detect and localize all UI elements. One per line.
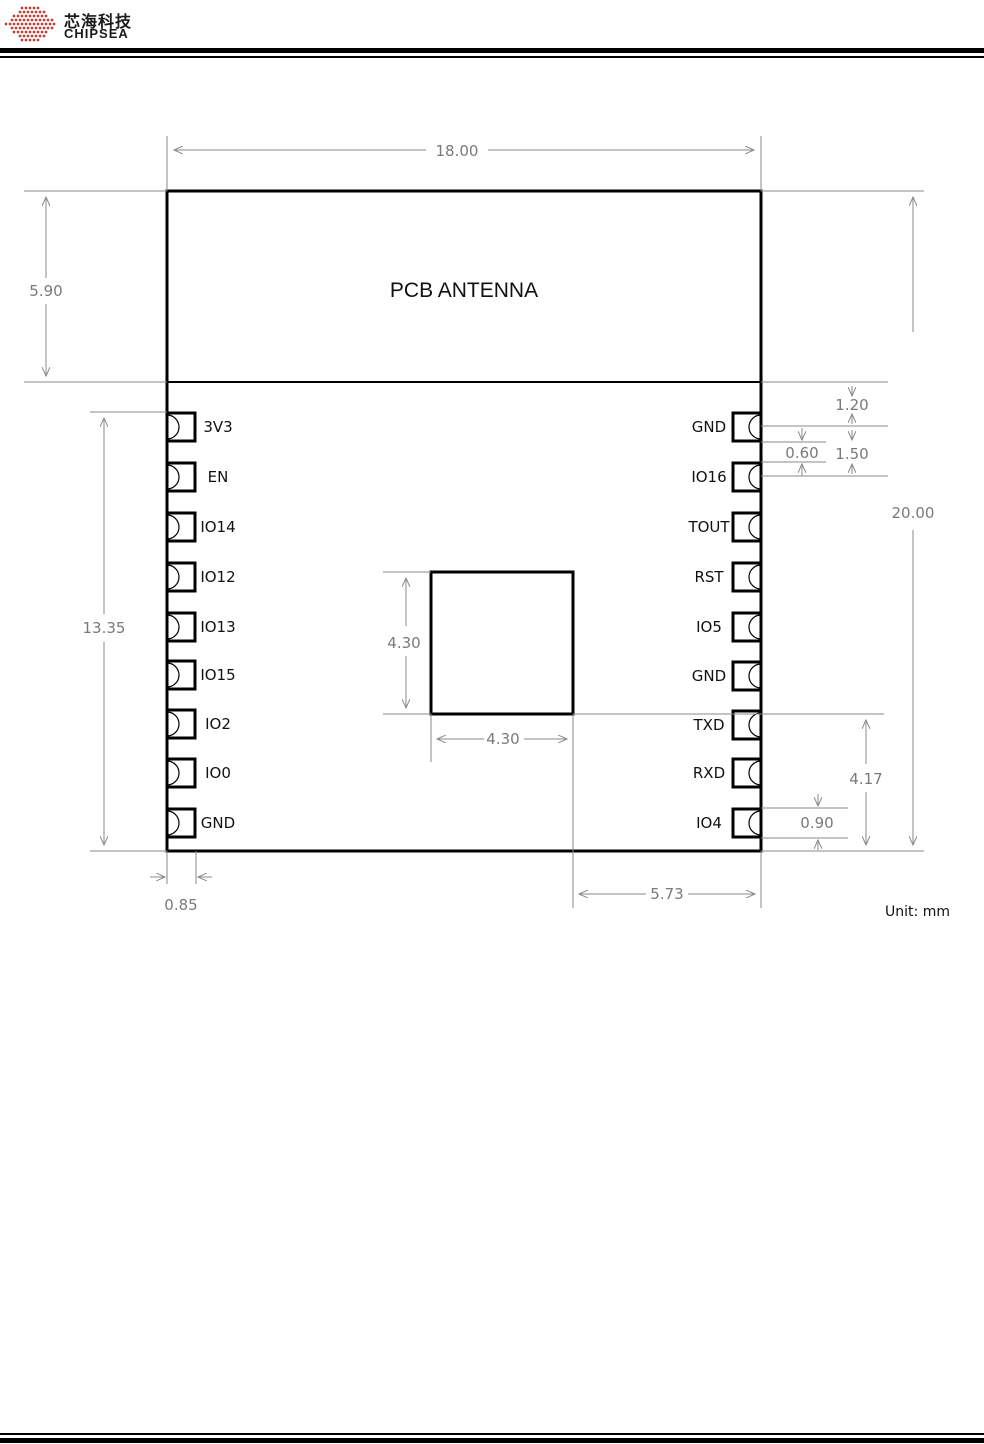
- dim-top-gap: 1.20: [761, 382, 888, 426]
- dim-pin-pitch: 1.50: [761, 430, 888, 476]
- left-pin-gnd: GND: [167, 809, 235, 837]
- chip-outline: [431, 572, 573, 714]
- left-pin-io2: IO2: [167, 710, 231, 738]
- right-pin-io5: IO5: [696, 613, 761, 641]
- dim-chip-width: 4.30: [431, 714, 573, 908]
- pin-pad: [733, 463, 761, 491]
- dim-pin-span: 13.35: [83, 412, 167, 851]
- pin-pad: [167, 563, 195, 591]
- pin-label: GND: [692, 667, 726, 685]
- left-pin-en: EN: [167, 463, 228, 491]
- pin-label: TXD: [693, 716, 725, 734]
- pin-pad: [733, 711, 761, 739]
- pin-label: IO13: [200, 618, 235, 636]
- left-pin-3v3: 3V3: [167, 413, 233, 441]
- dim-pin-pitch-label: 1.50: [835, 445, 868, 463]
- pin-label: RXD: [693, 764, 725, 782]
- pin-pad: [733, 809, 761, 837]
- right-pin-rst: RST: [694, 563, 761, 591]
- pin-pad: [167, 759, 195, 787]
- dim-bottom-right-label: 4.17: [849, 770, 882, 788]
- pin-label: IO4: [696, 814, 722, 832]
- dim-pad-width-label: 0.60: [785, 444, 818, 462]
- dim-module-width: 18.00: [167, 136, 761, 191]
- pin-label: IO12: [200, 568, 235, 586]
- dim-chip-offset: 5.73: [579, 851, 761, 908]
- dim-pad-edge-label: 0.85: [164, 896, 197, 914]
- pin-pad: [167, 710, 195, 738]
- pin-pad: [167, 413, 195, 441]
- dim-pin-span-label: 13.35: [83, 619, 126, 637]
- pin-pad: [167, 613, 195, 641]
- left-pin-io12: IO12: [167, 563, 236, 591]
- right-pin-io16: IO16: [691, 463, 761, 491]
- pin-pad: [167, 809, 195, 837]
- pin-pad: [167, 513, 195, 541]
- dim-top-gap-label: 1.20: [835, 396, 868, 414]
- left-pin-io0: IO0: [167, 759, 231, 787]
- dim-module-height-label: 20.00: [892, 504, 935, 522]
- pin-label: GND: [692, 418, 726, 436]
- dim-chip-height: 4.30: [383, 572, 431, 714]
- pin-label: IO15: [200, 666, 235, 684]
- pin-label: 3V3: [203, 418, 232, 436]
- pin-label: IO16: [691, 468, 726, 486]
- pin-pad: [733, 613, 761, 641]
- right-pin-txd: TXD: [693, 711, 762, 739]
- dim-chip-offset-label: 5.73: [650, 885, 683, 903]
- pin-pad: [733, 759, 761, 787]
- pin-label: EN: [208, 468, 229, 486]
- antenna-label: PCB ANTENNA: [390, 279, 538, 302]
- unit-label: Unit: mm: [885, 904, 950, 920]
- left-pin-io15: IO15: [167, 661, 236, 689]
- right-pin-rxd: RXD: [693, 759, 761, 787]
- pin-label: IO5: [696, 618, 722, 636]
- dim-pad-width: 0.60: [761, 428, 826, 476]
- pin-label: RST: [694, 568, 724, 586]
- dim-pad-edge: 0.85: [150, 851, 212, 914]
- dim-chip-width-label: 4.30: [486, 730, 519, 748]
- right-pin-gnd: GND: [692, 662, 761, 690]
- pin-pad: [733, 662, 761, 690]
- dim-pad-length-label: 0.90: [800, 814, 833, 832]
- dim-module-height: 20.00: [761, 191, 934, 851]
- dim-chip-height-label: 4.30: [387, 634, 420, 652]
- dim-module-width-label: 18.00: [436, 142, 479, 160]
- dim-antenna-height-label: 5.90: [29, 282, 62, 300]
- pin-label: IO14: [200, 518, 235, 536]
- footer-rule: [0, 1433, 984, 1443]
- left-pin-io13: IO13: [167, 613, 236, 641]
- pin-pad: [167, 463, 195, 491]
- pin-pad: [733, 563, 761, 591]
- pin-label: IO0: [205, 764, 231, 782]
- dim-bottom-right: 4.17: [573, 714, 884, 845]
- pin-label: IO2: [205, 715, 231, 733]
- header-rule: [0, 48, 984, 58]
- right-pin-gnd: GND: [692, 413, 761, 441]
- pin-label: GND: [201, 814, 235, 832]
- dim-antenna-height: 5.90: [24, 191, 167, 382]
- right-pin-io4: IO4: [696, 809, 761, 837]
- right-pin-tout: TOUT: [687, 513, 761, 541]
- pin-pad: [167, 661, 195, 689]
- pin-pad: [733, 413, 761, 441]
- pin-label: TOUT: [687, 518, 730, 536]
- dim-pad-length: 0.90: [761, 794, 848, 850]
- pin-pad: [733, 513, 761, 541]
- left-pin-io14: IO14: [167, 513, 236, 541]
